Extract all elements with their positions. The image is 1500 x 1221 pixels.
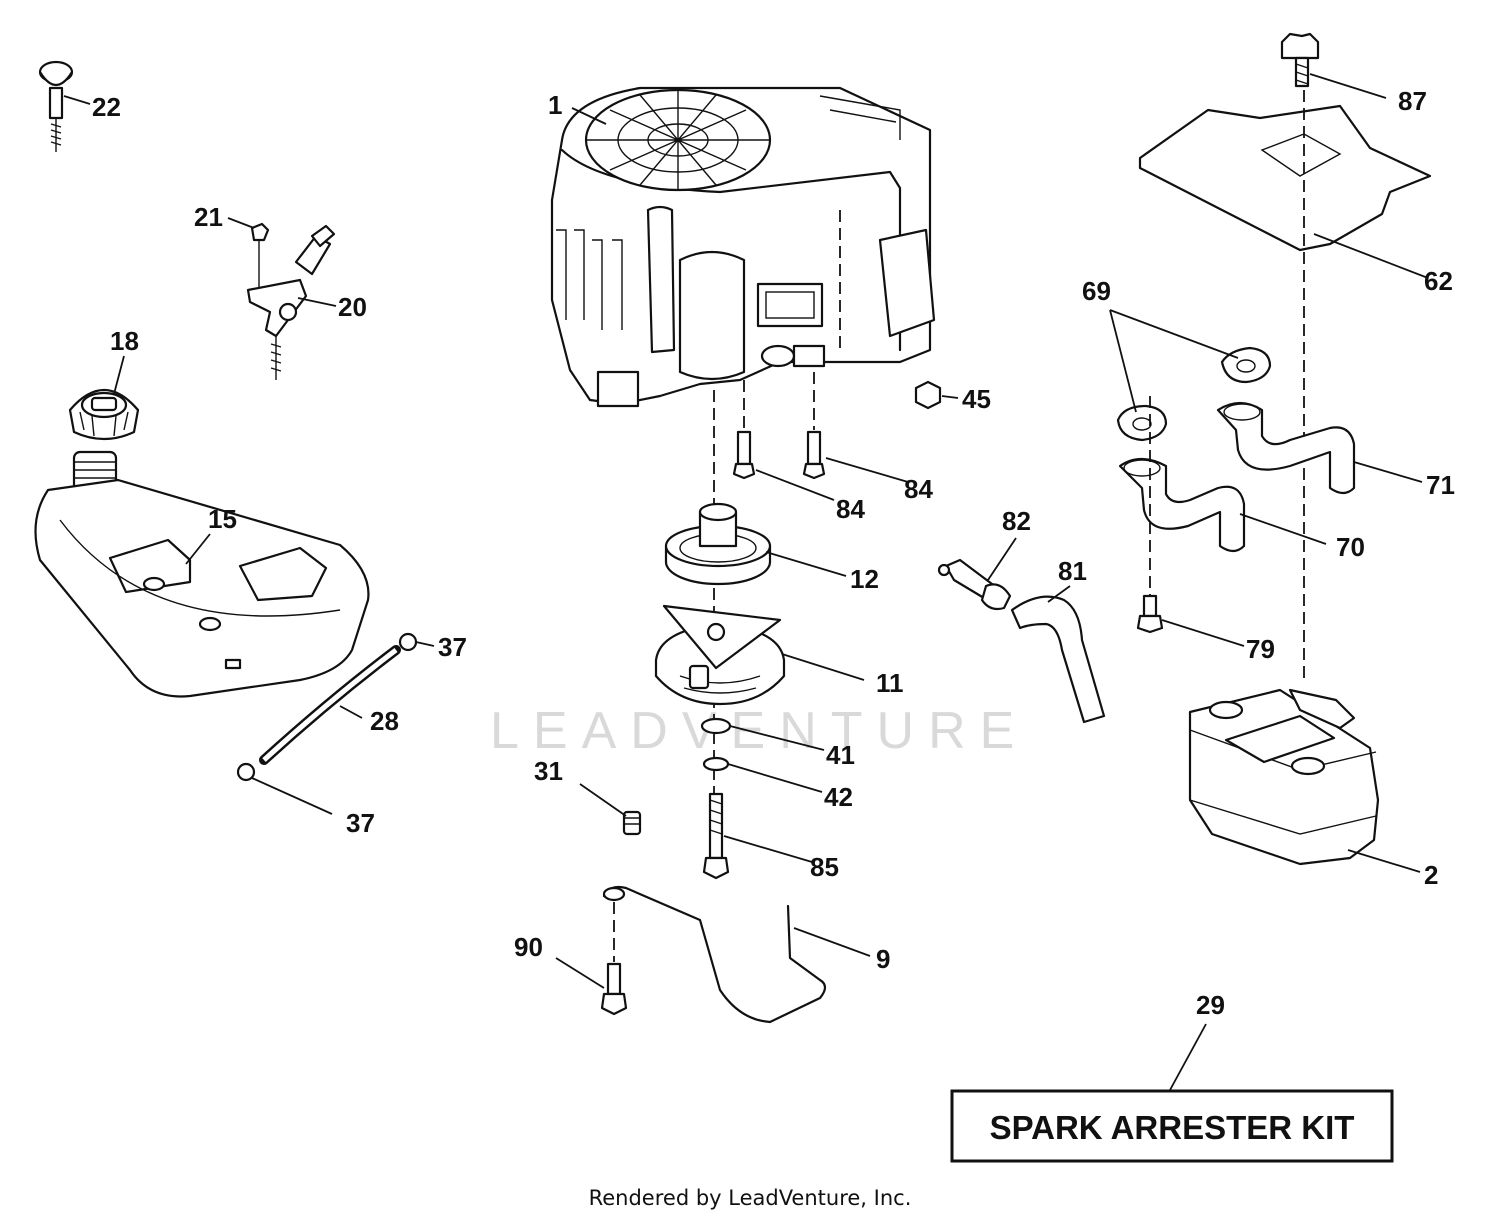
part-22-knob [38, 60, 74, 152]
part-18-fuel-cap [68, 388, 140, 441]
spark-arrester-kit-label: SPARK ARRESTER KIT [990, 1109, 1355, 1146]
part-70-flange [1123, 459, 1161, 477]
part-84-bolts [732, 430, 826, 480]
spark-arrester-kit: SPARK ARRESTER KIT [950, 1089, 1394, 1163]
render-credit: Rendered by LeadVenture, Inc. [588, 1186, 912, 1210]
part-20-21-throttle-bracket [246, 222, 336, 380]
callout-18: 18 [110, 326, 139, 356]
callout-85: 85 [810, 852, 839, 882]
part-79-bolt [1136, 594, 1164, 634]
callout-15: 15 [208, 504, 237, 534]
callout-28: 28 [370, 706, 399, 736]
part-62-heat-shield-tab [1260, 133, 1342, 177]
callout-37-top: 37 [438, 632, 467, 662]
part-90-bolt [600, 902, 628, 1016]
part-82-fuel-filter [937, 558, 1012, 611]
callout-12: 12 [850, 564, 879, 594]
callout-84-left: 84 [836, 494, 865, 524]
callout-21: 21 [194, 202, 223, 232]
callout-22: 22 [92, 92, 121, 122]
callout-29: 29 [1196, 990, 1225, 1020]
callout-1: 1 [548, 90, 562, 120]
callout-2: 2 [1424, 860, 1438, 890]
part-9-rod [602, 885, 827, 1024]
part-87-screw [1280, 32, 1320, 88]
part-85-bolt [702, 792, 730, 880]
part-71-flange [1223, 403, 1261, 421]
callout-79: 79 [1246, 634, 1275, 664]
callout-71: 71 [1426, 470, 1455, 500]
callout-82: 82 [1002, 506, 1031, 536]
part-42-washer [702, 756, 730, 772]
callout-41: 41 [826, 740, 855, 770]
part-71-exhaust-pipe [1216, 401, 1356, 495]
callout-labels: 22 21 20 18 15 37 28 37 1 45 84 84 12 11… [92, 86, 1455, 1020]
part-1-engine [550, 86, 936, 408]
part-11-pto-clutch [654, 604, 786, 706]
callout-45: 45 [962, 384, 991, 414]
part-70-exhaust-pipe [1118, 457, 1246, 553]
callout-70: 70 [1336, 532, 1365, 562]
callout-9: 9 [876, 944, 890, 974]
callout-84-right: 84 [904, 474, 933, 504]
part-15-fuel-tank [34, 450, 370, 698]
callout-37-bottom: 37 [346, 808, 375, 838]
callout-69: 69 [1082, 276, 1111, 306]
callout-62: 62 [1424, 266, 1453, 296]
callout-42: 42 [824, 782, 853, 812]
part-45-nut [914, 380, 942, 410]
callout-11: 11 [876, 668, 904, 698]
callout-87: 87 [1398, 86, 1427, 116]
callout-31: 31 [534, 756, 563, 786]
part-62-heat-shield [1138, 104, 1432, 252]
leader-lines [63, 73, 1429, 1091]
part-28-fuel-line [236, 632, 418, 782]
part-31-nut [622, 810, 642, 836]
callout-81: 81 [1058, 556, 1087, 586]
part-9-rod-eye [602, 886, 626, 902]
part-41-washer [700, 717, 732, 735]
callout-20: 20 [338, 292, 367, 322]
watermark: LEADVENTURE [490, 702, 1028, 760]
part-2-muffler [1188, 688, 1380, 866]
callout-90: 90 [514, 932, 543, 962]
part-12-pulley [664, 502, 772, 586]
